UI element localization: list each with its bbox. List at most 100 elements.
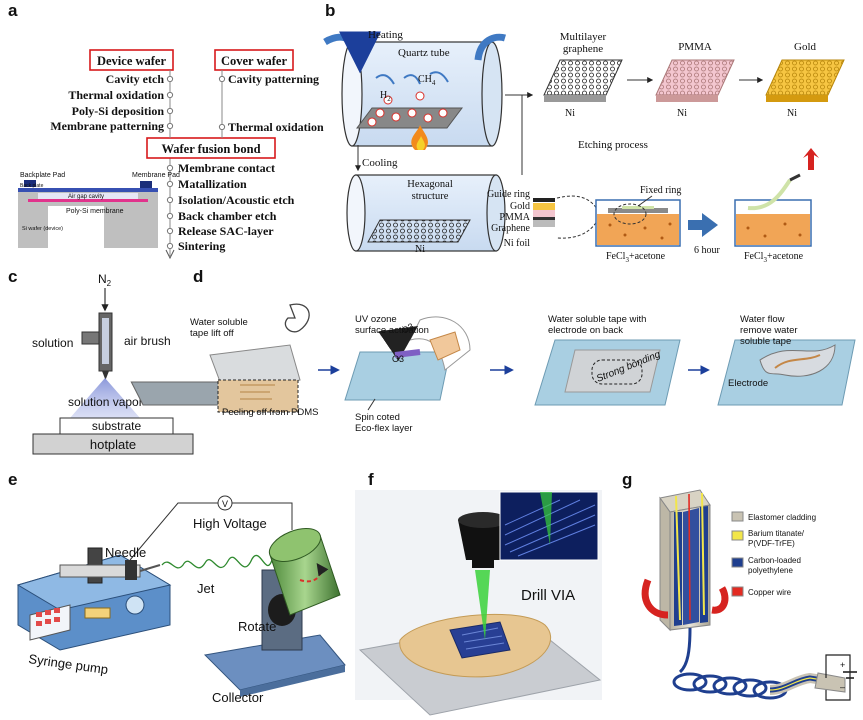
lift-arrow [803,148,819,170]
panel-g: g + [622,470,857,701]
vapor-cone [70,378,140,418]
device-step: Poly-Si deposition [72,104,165,118]
voltmeter-icon [217,495,233,511]
poly-si-membrane [28,199,148,202]
carbon-atoms [367,91,448,127]
legend-swatch [731,586,744,597]
after-step: Release SAC-layer [178,224,274,238]
drill-label: Drill VIA [521,587,575,604]
legend: Elastomer cladding Barium titanate/P(VDF… [731,511,816,597]
panel-letter: b [325,1,335,20]
gas-in-arrow [323,31,381,74]
panel-letter: c [8,267,17,286]
device-steps: Cavity etch Thermal oxidation Poly-Si de… [50,72,174,133]
plus-label: + [840,660,845,670]
cover-step: Thermal oxidation [228,120,324,134]
legend-label: Copper wire [748,588,792,597]
panel-letter: a [8,1,18,20]
cover-steps: Cavity patterning Thermal oxidation [218,72,324,134]
legend-swatch [731,530,744,541]
panel-letter: g [622,470,632,489]
hotplate [32,433,194,455]
ni-label: Ni [415,244,425,255]
gold-label: Gold [794,41,817,53]
fusion-label: Wafer fusion bond [161,142,260,156]
ni-label: Ni [565,108,575,119]
rotate-arrow-icon [641,578,669,619]
pmma-layer: PMMA Ni [655,41,735,119]
minus-label: – [840,682,845,692]
timeline-arrow [165,249,175,260]
air-gap-label: Air gap cavity [68,194,104,200]
panel-e: e V High Voltage Needle Syringe pump Jet [8,470,346,705]
rotate-arrow-icon [299,563,329,583]
pmma-label: PMMA [678,41,712,53]
panel-a: a Device wafer Cover wafer Cavity etch T… [8,1,324,260]
after-steps: Membrane contact Matallization Isolation… [166,161,295,253]
rotate-label: Rotate [238,619,276,634]
layer-stack: Guide ring Gold PMMA Graphene Ni foil [487,189,601,249]
electrode-label: Electrode [728,378,768,389]
guide-ring-label: Guide ring [487,189,530,200]
syringe-label: Syringe pump [28,651,110,677]
layer-gold-label: Gold [510,201,530,212]
v-label: V [222,499,228,509]
cover-wafer-box [214,49,294,71]
peeling-label: Peeling off from PDMS [222,407,318,418]
ni-label: Ni [787,108,797,119]
legend-swatch [731,557,744,568]
collector-label: Collector [212,690,264,705]
layer-pmma-label: PMMA [499,212,530,223]
quartz-label: Quartz tube [398,47,450,59]
gas-out-arrow [474,33,507,61]
mems-cross-section: Backplate Pad Membrane Pad Back plate Ai… [18,172,180,248]
after-step: Sintering [178,239,225,253]
hours-label: 6 hour [694,245,721,256]
si-wafer-label: Si wafer (device) [22,226,63,232]
needle-label: Needle [105,545,146,560]
legend-swatch [731,511,744,522]
device-step: Thermal oxidation [68,88,164,102]
air-gap [38,193,138,199]
n2-label: N2 [98,272,112,288]
gold-layer: Gold Ni [765,41,845,119]
layer-graphene-label: Graphene [491,223,530,234]
o3-label: O3 [392,354,404,364]
etch-beaker-2: FeCl3+acetone [734,148,819,264]
air-brush-label: air brush [124,334,171,348]
ni-label: Ni [677,108,687,119]
rotate-arrow-icon [284,303,310,333]
device-wafer-box [89,49,174,71]
collector [203,528,346,697]
membrane-pad [140,181,152,188]
cooling-label: Cooling [362,157,398,169]
back-plate-label: Back plate [20,183,44,189]
device-step: Membrane patterning [50,119,164,133]
panel-letter: f [368,470,374,489]
hotplate-label: hotplate [90,437,136,452]
device-wafer-label: Device wafer [97,54,167,68]
panel-c: c N2 solution air brush solution vapor s… [8,267,194,455]
cover-step: Cavity patterning [228,72,319,86]
panel-letter: e [8,470,17,489]
membrane-pad-label: Membrane Pad [132,172,180,179]
h2-label: H2 [380,90,391,103]
legend-label: Elastomer cladding [748,513,816,522]
fecl-label: FeCl3+acetone [744,251,804,264]
back-chamber [48,206,104,248]
fiber-device: + – [641,489,857,701]
backplate-pad-label: Backplate Pad [20,172,65,179]
